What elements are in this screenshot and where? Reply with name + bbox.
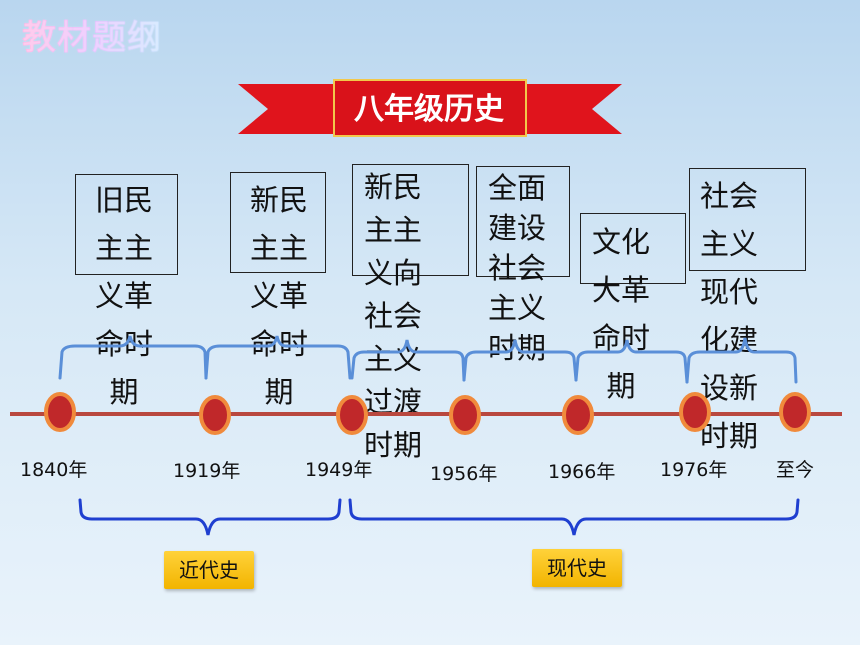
- timeline-node-1966: [562, 395, 594, 435]
- period-brace-3: [350, 339, 466, 382]
- year-label-1976: 1976年: [660, 459, 728, 481]
- era-brace-modern-history: [78, 498, 342, 536]
- period-box-3: [352, 164, 469, 276]
- period-brace-2: [204, 335, 352, 380]
- timeline-node-1956: [449, 395, 481, 435]
- period-label-3: 新民主主义向社会主义过渡时期: [363, 170, 422, 462]
- period-box-4: [476, 166, 570, 277]
- year-label-1966: 1966年: [548, 461, 616, 483]
- timeline-node-1840: [44, 392, 76, 432]
- period-box-5: [580, 213, 686, 284]
- year-label-1840: 1840年: [20, 459, 88, 481]
- timeline-node-present: [779, 392, 811, 432]
- timeline-node-1976: [679, 392, 711, 432]
- year-label-present: 至今: [776, 459, 815, 481]
- page-header-title: 教材题纲: [22, 10, 162, 59]
- period-label-2: 新民主主义革命时期: [249, 183, 308, 409]
- period-brace-4: [462, 339, 578, 382]
- year-label-1919: 1919年: [173, 460, 241, 482]
- timeline-node-1919: [199, 395, 231, 435]
- era-label-contemporary-history: 现代史: [532, 549, 622, 587]
- period-box-1: [75, 174, 178, 275]
- period-brace-6: [685, 337, 798, 384]
- timeline-node-1949: [336, 395, 368, 435]
- period-label-5: 文化大革命时期: [591, 225, 650, 403]
- period-box-2: [230, 172, 326, 273]
- period-brace-5: [574, 339, 689, 384]
- year-label-1949: 1949年: [305, 459, 373, 481]
- title-ribbon-banner: [238, 79, 622, 137]
- period-brace-1: [58, 335, 208, 380]
- period-box-6: [689, 168, 806, 271]
- year-label-1956: 1956年: [430, 463, 498, 485]
- era-brace-contemporary-history: [348, 498, 800, 536]
- banner-title: 八年级历史: [354, 92, 504, 127]
- era-label-modern-history: 近代史: [164, 551, 254, 589]
- period-label-1: 旧民主主义革命时期: [94, 183, 153, 409]
- period-label-4: 全面建设社会主义时期: [487, 171, 546, 365]
